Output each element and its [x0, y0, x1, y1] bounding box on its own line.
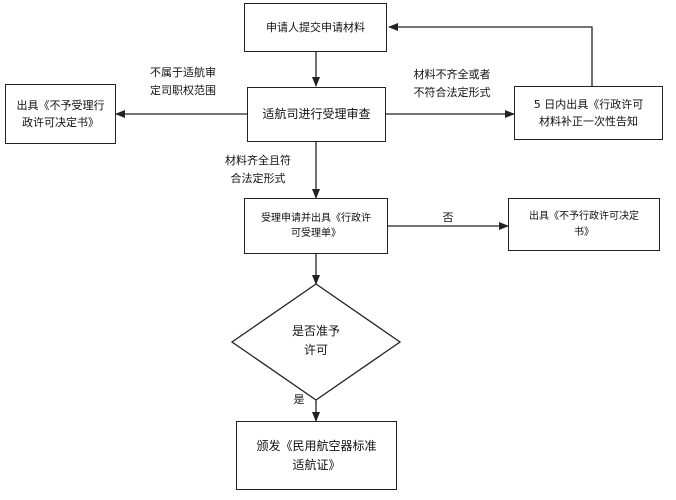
accept-application-box: 受理申请并出具《行政许 可受理单》 [244, 198, 388, 254]
submit-materials-box: 申请人提交申请材料 [244, 3, 387, 52]
decision-text: 是否准予 许可 [291, 324, 340, 358]
submit-materials-text: 申请人提交申请材料 [266, 20, 365, 34]
edge-label-incomplete: 材料不齐全或者 不符合法定形式 [413, 68, 491, 99]
edge-label-yes: 是 [293, 393, 305, 406]
deny-license-text: 出具《不予行政许可决定 书》 [529, 211, 639, 238]
accept-application-text: 受理申请并出具《行政许 可受理单》 [261, 212, 371, 240]
issue-certificate-text: 颁发《民用航空器标准 适航证》 [256, 438, 377, 472]
arrow-supplement-to-submit [388, 23, 593, 86]
edge-label-no: 否 [442, 211, 454, 224]
deny-license-box: 出具《不予行政许可决定 书》 [508, 198, 660, 251]
reject-acceptance-text: 出具《不予受理行 政许可决定书》 [16, 98, 105, 129]
acceptance-review-box: 适航司进行受理审查 [247, 87, 386, 142]
supplement-notice-box: 5 日内出具《行政许可 材料补正一次性告知 [514, 86, 663, 140]
edge-label-not-in-scope: 不属于适航审 定司职权范围 [150, 66, 216, 97]
acceptance-review-text: 适航司进行受理审查 [262, 107, 371, 122]
supplement-notice-text: 5 日内出具《行政许可 材料补正一次性告知 [533, 97, 644, 128]
reject-acceptance-box: 出具《不予受理行 政许可决定书》 [5, 84, 116, 144]
issue-certificate-box: 颁发《民用航空器标准 适航证》 [236, 421, 397, 490]
edge-label-complete: 材料齐全且符 合法定形式 [225, 154, 291, 185]
